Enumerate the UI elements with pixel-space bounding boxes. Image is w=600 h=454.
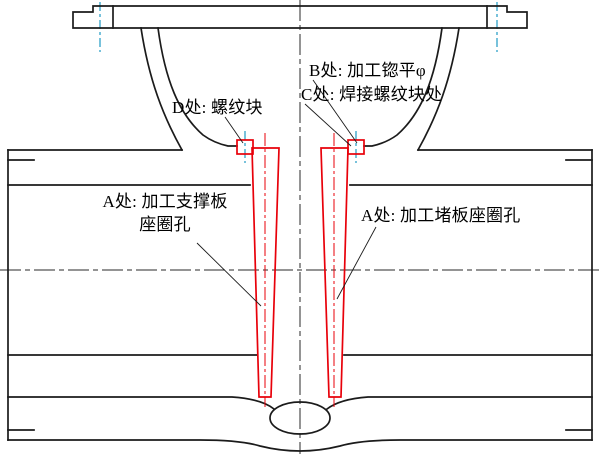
annotation-c: C处: 焊接螺纹块处 bbox=[301, 85, 443, 104]
neck-inner-left bbox=[157, 27, 238, 147]
leader-a-left bbox=[196, 242, 262, 307]
annotation-a-right: A处: 加工堵板座圈孔 bbox=[361, 206, 521, 225]
accent-centerlines bbox=[99, 2, 498, 163]
neck-inner-right bbox=[363, 27, 443, 147]
annotation-a-left: A处: 加工支撑板 座圈孔 bbox=[90, 190, 240, 236]
blind-plate-highlight bbox=[320, 147, 349, 398]
annotation-a-left-line2: 座圈孔 bbox=[139, 215, 191, 234]
leader-a-right bbox=[336, 226, 377, 300]
top-cover-plate bbox=[72, 5, 528, 29]
lower-wall-right bbox=[325, 396, 593, 411]
annotation-b: B处: 加工锪平φ bbox=[309, 61, 426, 80]
annotation-a-left-line1: A处: 加工支撑板 bbox=[102, 192, 228, 211]
leader-c bbox=[304, 103, 352, 147]
right-thread-block-highlight bbox=[347, 139, 365, 155]
highlight-plates bbox=[236, 133, 365, 407]
support-plate-highlight bbox=[251, 147, 280, 398]
neck-outer-right bbox=[416, 27, 460, 152]
body-outline bbox=[7, 5, 593, 452]
bottom-boss-ellipse bbox=[269, 401, 331, 435]
leader-lines bbox=[196, 79, 377, 307]
neck-outer-left bbox=[140, 27, 184, 152]
annotation-d: D处: 螺纹块 bbox=[172, 98, 263, 117]
lower-wall-left bbox=[7, 396, 276, 411]
leader-d bbox=[224, 116, 244, 144]
body-bottom-edge bbox=[7, 439, 593, 452]
left-thread-block-highlight bbox=[236, 139, 254, 155]
leader-b bbox=[312, 79, 358, 144]
